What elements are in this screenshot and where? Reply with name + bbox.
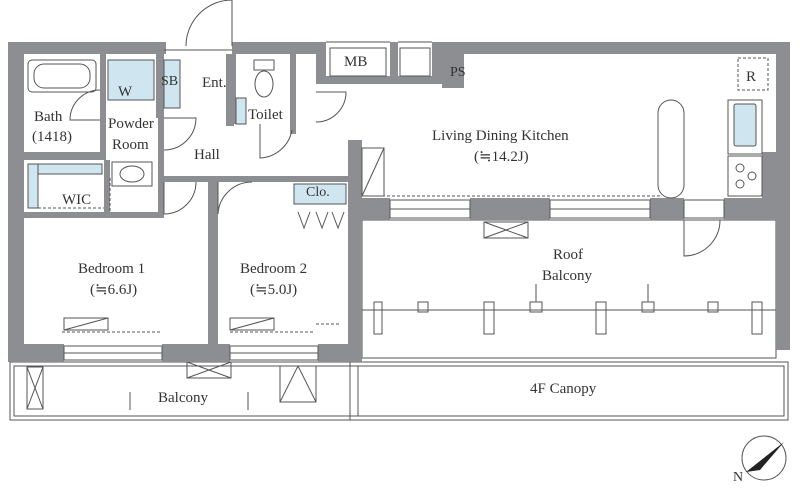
label-bedroom-2: Bedroom 2 [240,261,307,277]
label-ldk: Living Dining Kitchen [432,128,569,144]
balcony-outline [9,361,789,421]
room-labels: Bath (1418) W Powder Room SB Ent. Toilet… [32,54,756,406]
doors [69,0,721,257]
label-pipe-space: PS [450,65,466,80]
label-canopy: 4F Canopy [530,381,597,397]
label-closet: Clo. [306,185,330,200]
closet-shelf [293,183,347,205]
label-roof: Roof [553,247,583,263]
label-bath-size: (1418) [32,129,72,145]
label-meter-box: MB [344,54,367,70]
label-bedroom-1: Bedroom 1 [78,261,145,277]
label-toilet: Toilet [248,107,284,123]
meter-box [329,47,387,77]
label-bedroom-2-size: (≒5.0J) [250,282,297,298]
shoe-box-icon [163,59,181,109]
label-ldk-size: (≒14.2J) [474,149,529,165]
fixtures [27,47,769,331]
windows [63,41,725,361]
label-hall: Hall [194,147,220,163]
label-bedroom-1-size: (≒6.6J) [90,282,137,298]
refrigerator-space [737,57,769,91]
walls [8,42,790,362]
label-refrigerator: R [746,69,756,85]
compass-north-label: N [733,470,743,485]
kitchen-sink-icon [733,103,757,147]
stove-icon [727,155,763,197]
bathtub-icon [27,59,97,93]
label-entrance: Ent. [202,75,227,91]
label-washer: W [118,84,133,100]
label-bath: Bath [34,109,63,125]
label-powder-room: Room [112,137,149,153]
wic-shelf [27,163,103,175]
label-roof-balcony: Balcony [542,268,592,284]
label-shoe-box: SB [161,74,178,89]
north-compass-icon: N [733,435,787,485]
label-wic: WIC [62,192,91,208]
entrance-door-icon [185,0,233,47]
label-balcony: Balcony [158,390,208,406]
label-powder: Powder [108,116,154,132]
toilet-icon [253,59,275,71]
washer-icon [107,59,155,101]
